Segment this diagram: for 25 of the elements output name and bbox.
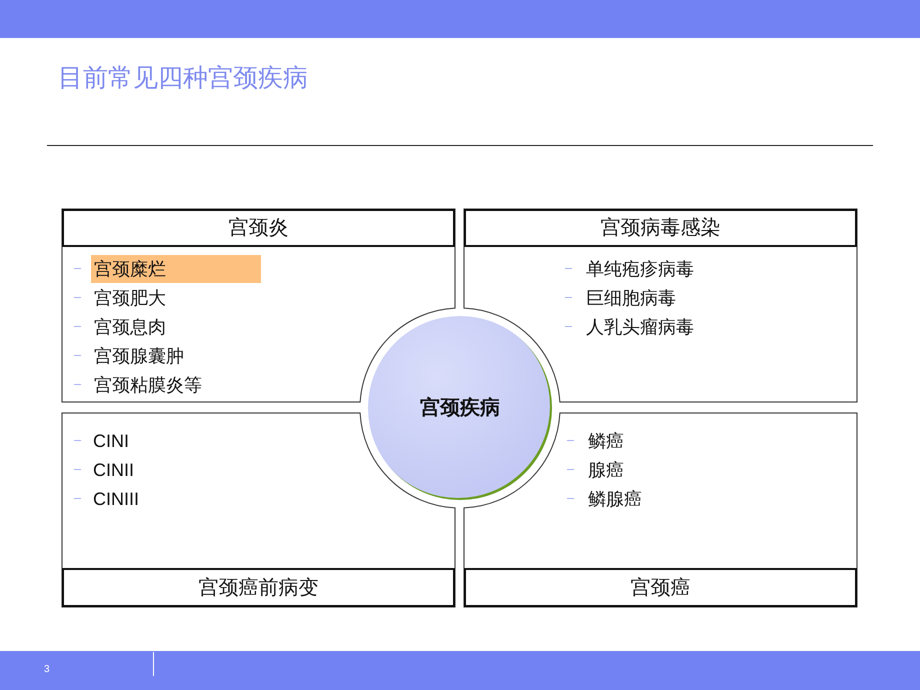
header-text: 宫颈癌 <box>630 576 690 600</box>
list-item: 宫颈息肉 <box>94 316 166 338</box>
list-item: 鳞癌 <box>588 430 624 452</box>
header-box <box>464 209 857 247</box>
list-item: 宫颈肥大 <box>94 286 166 310</box>
header-box <box>464 568 857 607</box>
list-item: 人乳头瘤病毒 <box>586 316 694 338</box>
list-item: 宫颈腺囊肿 <box>94 344 184 368</box>
list-item: CINII <box>93 458 134 482</box>
list-item: 单纯疱疹病毒 <box>586 258 694 280</box>
circle-label: 宫颈疾病 <box>420 396 500 420</box>
header-text: 宫颈炎 <box>228 216 288 240</box>
list-item: 巨细胞病毒 <box>586 286 676 310</box>
header-box <box>62 568 455 607</box>
list-item: CINIII <box>93 488 140 510</box>
slide-title: 目前常见四种宫颈疾病 <box>58 63 308 94</box>
list-item: 宫颈粘膜炎等 <box>94 374 202 396</box>
page-number: 3 <box>44 664 50 676</box>
header-box <box>62 209 455 247</box>
list-item: CINI <box>93 430 129 452</box>
header-text: 宫颈病毒感染 <box>600 216 720 240</box>
highlighted-list-item: 宫颈糜烂 <box>91 254 261 282</box>
list-item: 鳞腺癌 <box>588 488 642 510</box>
list-item: 腺癌 <box>588 458 624 482</box>
header-text: 宫颈癌前病变 <box>198 576 318 600</box>
